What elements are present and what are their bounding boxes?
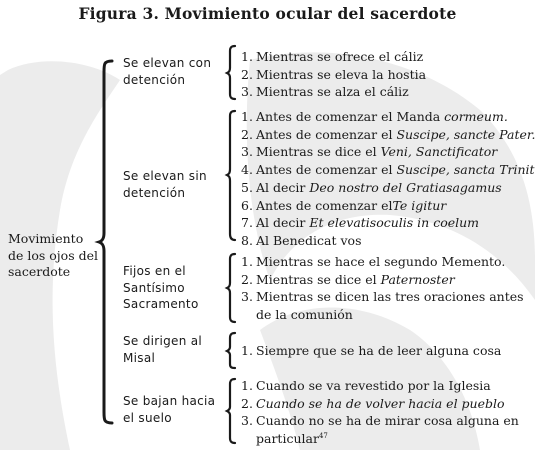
list-item: 2.Mientras se dice el Paternoster xyxy=(241,271,455,287)
category-label-5: Se bajan hacia el suelo xyxy=(123,394,216,425)
category-2-items: 1.Antes de comenzar el Manda cormeum. 2.… xyxy=(241,108,535,250)
list-item: 2.Antes de comenzar el Suscipe, sancte P… xyxy=(241,126,535,142)
brace-5 xyxy=(224,377,237,445)
root-label: Movimiento de los ojos del sacerdote xyxy=(8,231,98,279)
brace-3 xyxy=(224,252,237,324)
category-1-items: 1.Mientras se ofrece el cáliz 2.Mientras… xyxy=(241,48,531,101)
list-item: 3.Cuando no se ha de mirar cosa alguna e… xyxy=(241,413,519,447)
figure-title: Figura 3. Movimiento ocular del sacerdot… xyxy=(78,4,457,23)
list-item: 3.Mientras se dice el Veni, Sanctificato… xyxy=(241,144,498,160)
list-item: 3.Mientras se alza el cáliz xyxy=(241,84,409,100)
brace-4 xyxy=(224,331,237,370)
category-label-3: Fijos en el Santísimo Sacramento xyxy=(123,264,199,311)
list-item: 1.Mientras se hace el segundo Memento. xyxy=(241,254,506,269)
list-item: 3.Mientras se dicen las tres oraciones a… xyxy=(241,289,524,323)
list-item: 2.Mientras se eleva la hostia xyxy=(241,66,427,82)
category-5-items: 1.Cuando se va revestido por la Iglesia … xyxy=(241,377,531,448)
list-item: 4.Antes de comenzar el Suscipe, sancta T… xyxy=(241,162,535,178)
list-item: 8.Al Benedicat vos xyxy=(241,232,362,248)
list-item: 7.Al decir Et elevatisoculis in coelum xyxy=(241,215,480,231)
brace-1 xyxy=(224,44,237,101)
main-brace xyxy=(94,59,114,425)
category-label-4: Se dirigen al Misal xyxy=(123,334,203,365)
category-label-1: Se elevan con detención xyxy=(123,56,212,87)
category-4-items: 1.Siempre que se ha de leer alguna cosa xyxy=(241,342,531,360)
list-item: 1.Cuando se va revestido por la Iglesia xyxy=(241,378,491,393)
list-item: 5.Al decir Deo nostro del Gratiasagamus xyxy=(241,179,502,195)
category-3-items: 1.Mientras se hace el segundo Memento. 2… xyxy=(241,253,531,324)
footnote-marker: 47 xyxy=(318,431,328,440)
list-item: 6.Antes de comenzar elTe igitur xyxy=(241,197,447,213)
list-item: 2.Cuando se ha de volver hacia el pueblo xyxy=(241,395,505,411)
list-item: 1.Antes de comenzar el Manda cormeum. xyxy=(241,109,508,124)
brace-2 xyxy=(224,109,237,242)
list-item: 1.Mientras se ofrece el cáliz xyxy=(241,49,424,64)
list-item: 1.Siempre que se ha de leer alguna cosa xyxy=(241,343,502,358)
category-label-2: Se elevan sin detención xyxy=(123,169,207,200)
